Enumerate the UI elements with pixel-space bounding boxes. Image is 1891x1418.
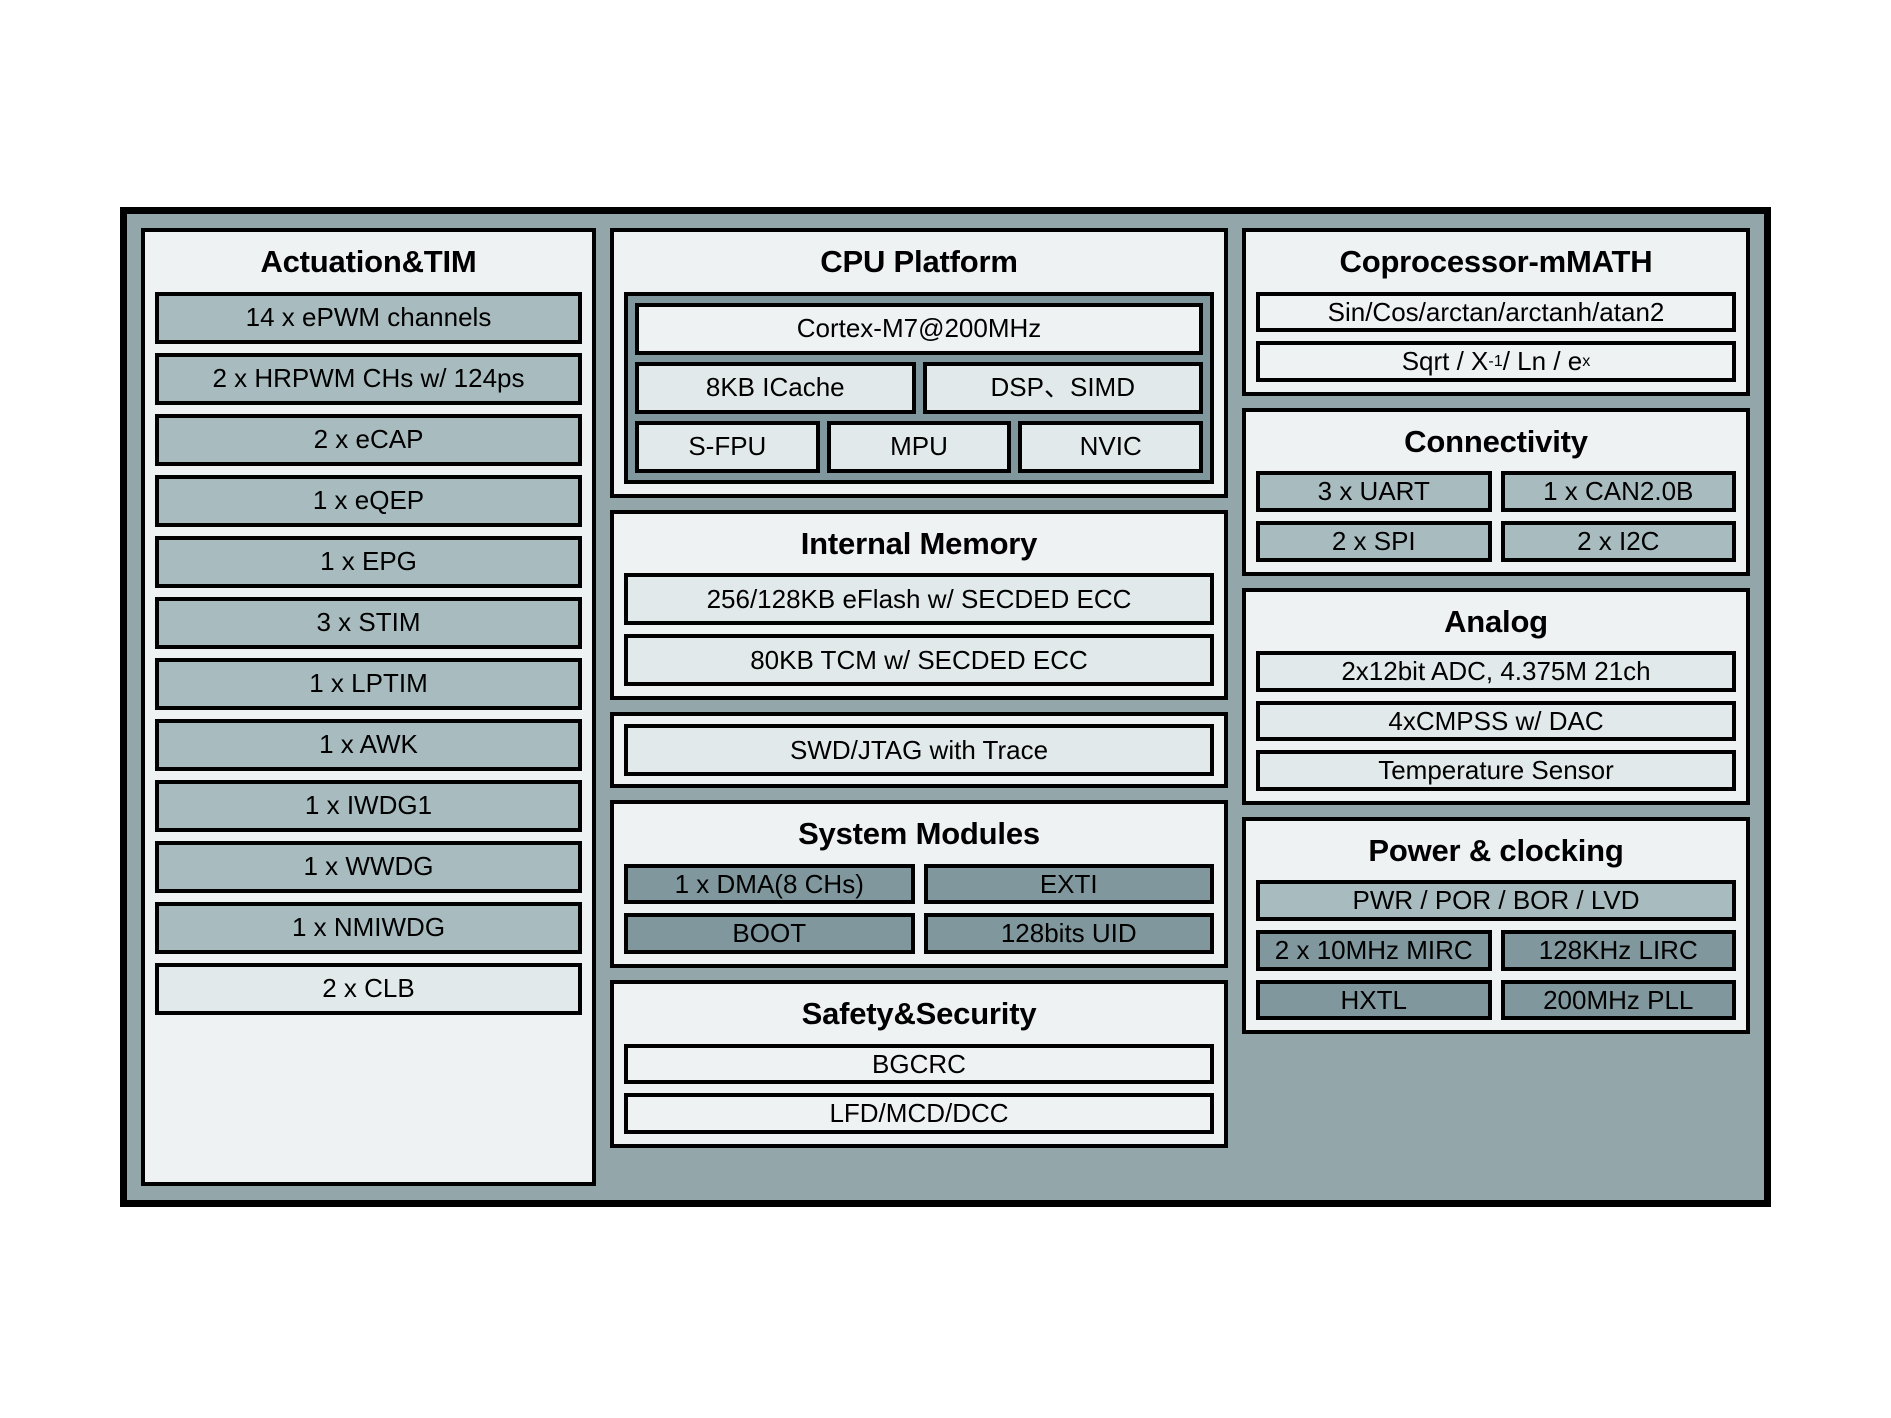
system-modules-row-1: 1 x DMA(8 CHs) EXTI <box>624 863 1214 905</box>
block-nvic[interactable]: NVIC <box>1018 420 1204 473</box>
block-nmiwdg[interactable]: 1 x NMIWDG <box>155 901 582 954</box>
panel-connectivity: Connectivity 3 x UART 1 x CAN2.0B 2 x SP… <box>1242 407 1750 576</box>
block-ecap[interactable]: 2 x eCAP <box>155 413 582 466</box>
panel-title-actuation: Actuation&TIM <box>260 244 477 279</box>
panel-title-system-modules: System Modules <box>798 816 1040 852</box>
block-epwm-channels[interactable]: 14 x ePWM channels <box>155 291 582 344</box>
block-hrpwm-chs[interactable]: 2 x HRPWM CHs w/ 124ps <box>155 352 582 405</box>
block-can[interactable]: 1 x CAN2.0B <box>1500 471 1736 512</box>
block-trig-functions[interactable]: Sin/Cos/arctan/arctanh/atan2 <box>1256 291 1736 333</box>
block-lptim[interactable]: 1 x LPTIM <box>155 657 582 710</box>
block-eqep[interactable]: 1 x eQEP <box>155 474 582 527</box>
connectivity-row-2: 2 x SPI 2 x I2C <box>1256 520 1736 562</box>
power-clocking-row-2: HXTL 200MHz PLL <box>1256 979 1736 1021</box>
cpu-row-units: S-FPU MPU NVIC <box>635 420 1204 473</box>
left-column: Actuation&TIM 14 x ePWM channels 2 x HRP… <box>141 228 596 1186</box>
panel-internal-memory: Internal Memory 256/128KB eFlash w/ SECD… <box>610 509 1228 701</box>
panel-title-cpu-platform: CPU Platform <box>820 244 1018 279</box>
right-column: Coprocessor-mMATH Sin/Cos/arctan/arctanh… <box>1242 228 1750 1186</box>
cpu-core-cluster: Cortex-M7@200MHz 8KB ICache DSP、SIMD S-F… <box>624 291 1214 484</box>
panel-debug: SWD/JTAG with Trace <box>610 712 1228 789</box>
block-cortex-m7[interactable]: Cortex-M7@200MHz <box>635 302 1203 355</box>
panel-analog: Analog 2x12bit ADC, 4.375M 21ch 4xCMPSS … <box>1242 587 1750 805</box>
panel-safety-security: Safety&Security BGCRC LFD/MCD/DCC <box>610 979 1228 1148</box>
block-hxtl[interactable]: HXTL <box>1256 979 1492 1021</box>
block-tcm[interactable]: 80KB TCM w/ SECDED ECC <box>624 634 1214 687</box>
block-exti[interactable]: EXTI <box>923 863 1214 905</box>
panel-title-internal-memory: Internal Memory <box>800 525 1038 561</box>
block-cmpss-dac[interactable]: 4xCMPSS w/ DAC <box>1256 700 1736 742</box>
block-uart[interactable]: 3 x UART <box>1256 471 1492 512</box>
block-pwr-por-bor-lvd[interactable]: PWR / POR / BOR / LVD <box>1256 880 1736 922</box>
panel-power-clocking: Power & clocking PWR / POR / BOR / LVD 2… <box>1242 816 1750 1035</box>
panel-title-analog: Analog <box>1444 603 1548 639</box>
panel-title-power-clocking: Power & clocking <box>1368 832 1624 868</box>
block-clb[interactable]: 2 x CLB <box>155 962 582 1015</box>
block-128bit-uid[interactable]: 128bits UID <box>923 913 1214 954</box>
connectivity-row-1: 3 x UART 1 x CAN2.0B <box>1256 471 1736 512</box>
panel-actuation-tim: Actuation&TIM 14 x ePWM channels 2 x HRP… <box>141 228 596 1186</box>
block-swd-jtag[interactable]: SWD/JTAG with Trace <box>624 724 1214 777</box>
block-wwdg[interactable]: 1 x WWDG <box>155 840 582 893</box>
block-epg[interactable]: 1 x EPG <box>155 535 582 588</box>
block-temperature-sensor[interactable]: Temperature Sensor <box>1256 750 1736 791</box>
block-stim[interactable]: 3 x STIM <box>155 596 582 649</box>
sqrt-part-a: Sqrt / X <box>1401 346 1489 377</box>
panel-coprocessor-mmath: Coprocessor-mMATH Sin/Cos/arctan/arctanh… <box>1242 228 1750 396</box>
panel-title-safety-security: Safety&Security <box>801 995 1037 1031</box>
block-lirc[interactable]: 128KHz LIRC <box>1500 930 1736 971</box>
block-spi[interactable]: 2 x SPI <box>1256 520 1492 562</box>
block-bgcrc[interactable]: BGCRC <box>624 1043 1214 1085</box>
cpu-row-cache: 8KB ICache DSP、SIMD <box>635 361 1203 414</box>
system-modules-row-2: BOOT 128bits UID <box>624 913 1214 954</box>
block-pll[interactable]: 200MHz PLL <box>1500 979 1736 1021</box>
middle-column: CPU Platform Cortex-M7@200MHz 8KB ICache… <box>610 228 1228 1186</box>
block-mirc[interactable]: 2 x 10MHz MIRC <box>1256 930 1492 971</box>
block-boot[interactable]: BOOT <box>624 913 915 954</box>
block-dsp-simd[interactable]: DSP、SIMD <box>922 361 1203 414</box>
panel-cpu-platform: CPU Platform Cortex-M7@200MHz 8KB ICache… <box>610 228 1228 498</box>
block-mpu[interactable]: MPU <box>826 420 1012 473</box>
block-awk[interactable]: 1 x AWK <box>155 718 582 771</box>
power-clocking-row-1: 2 x 10MHz MIRC 128KHz LIRC <box>1256 930 1736 971</box>
block-s-fpu[interactable]: S-FPU <box>635 420 820 473</box>
block-dma[interactable]: 1 x DMA(8 CHs) <box>624 863 915 905</box>
block-i2c[interactable]: 2 x I2C <box>1500 520 1736 562</box>
sqrt-part-b: / Ln / e <box>1502 346 1583 377</box>
panel-title-coprocessor: Coprocessor-mMATH <box>1339 244 1653 279</box>
block-iwdg1[interactable]: 1 x IWDG1 <box>155 779 582 832</box>
block-icache[interactable]: 8KB ICache <box>635 361 916 414</box>
block-adc[interactable]: 2x12bit ADC, 4.375M 21ch <box>1256 651 1736 692</box>
panel-title-connectivity: Connectivity <box>1404 423 1588 459</box>
chip-block-diagram: Actuation&TIM 14 x ePWM channels 2 x HRP… <box>120 207 1771 1207</box>
block-lfd-mcd-dcc[interactable]: LFD/MCD/DCC <box>624 1093 1214 1134</box>
panel-system-modules: System Modules 1 x DMA(8 CHs) EXTI BOOT … <box>610 800 1228 968</box>
block-eflash[interactable]: 256/128KB eFlash w/ SECDED ECC <box>624 573 1214 626</box>
